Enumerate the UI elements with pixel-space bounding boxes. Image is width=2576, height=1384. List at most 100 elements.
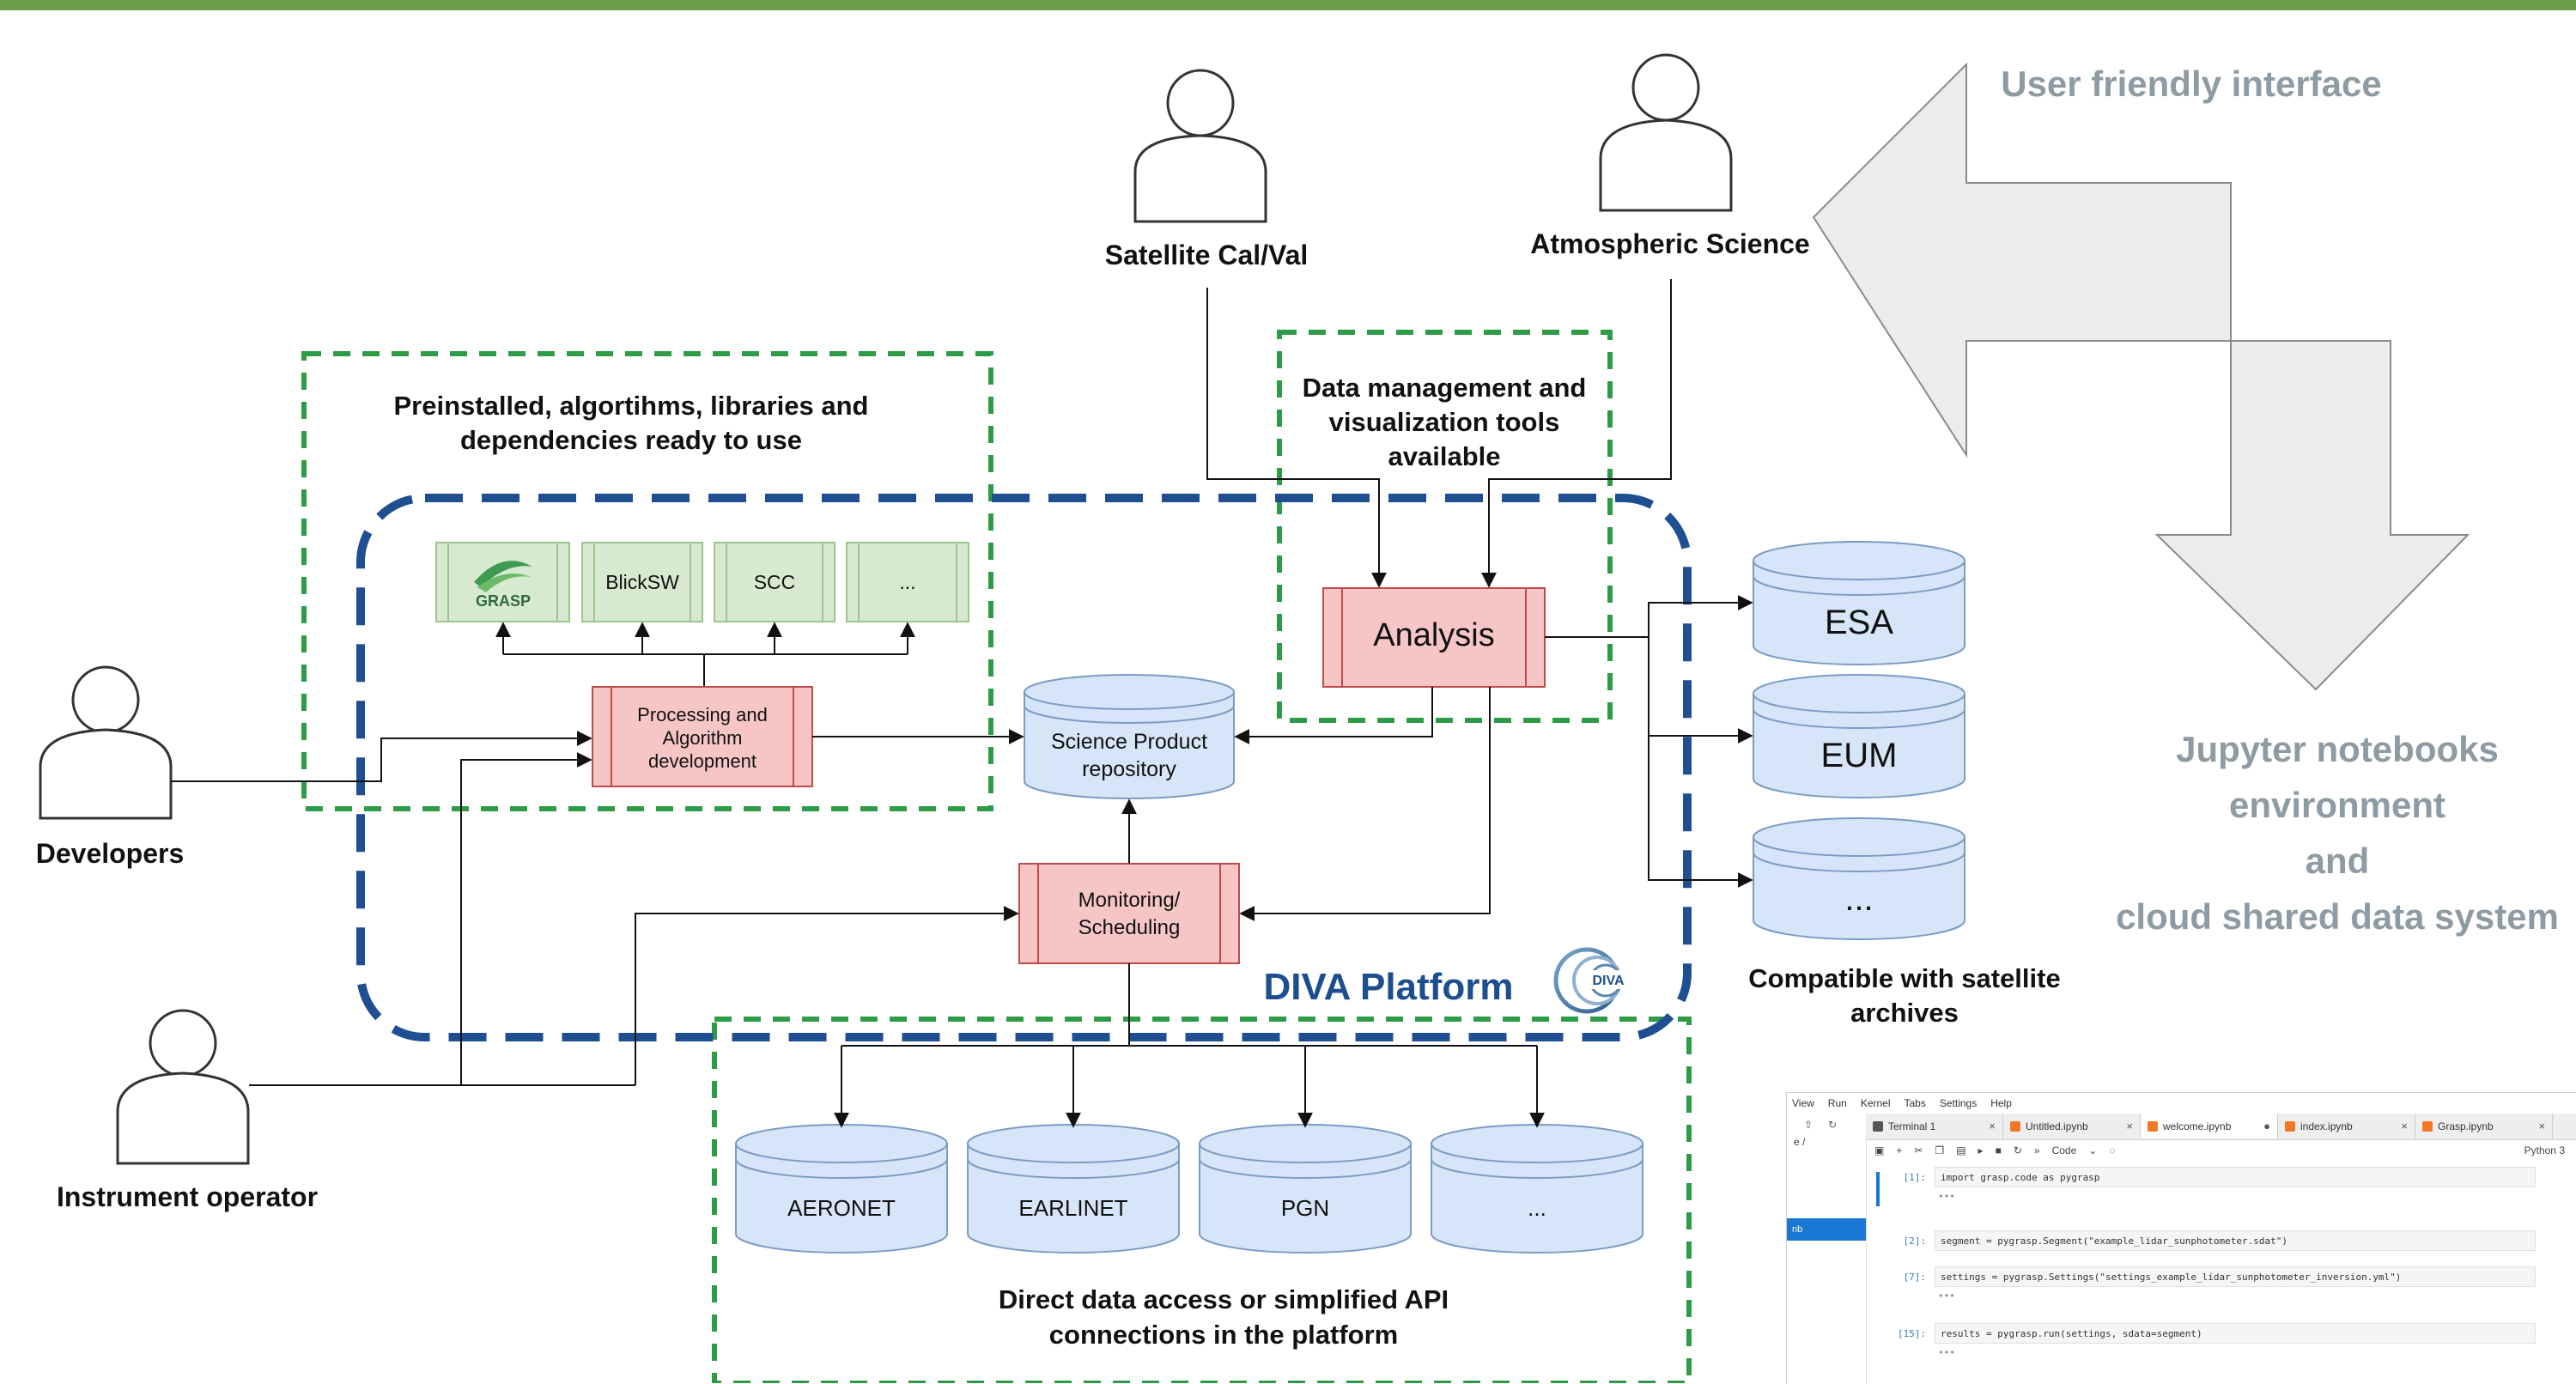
notebook-icon — [2285, 1120, 2295, 1132]
diva-logo-text: DIVA — [1592, 974, 1624, 988]
top-accent-bar — [0, 0, 2576, 10]
menu-kernel[interactable]: Kernel — [1860, 1097, 1891, 1109]
menu-tabs[interactable]: Tabs — [1904, 1097, 1926, 1109]
preinstalled-zone — [301, 351, 993, 811]
archive-esa-label: ESA — [1825, 604, 1893, 641]
notebook-toolbar: ▣ + ✂ ❐ ▤ ▸ ■ ↻ » Code ⌄ ◌ Python 3 — [1866, 1139, 2576, 1162]
archive-eum-label: EUM — [1821, 737, 1898, 774]
kernel-name[interactable]: Python 3 — [2524, 1144, 2565, 1156]
fast-forward-icon[interactable]: » — [2033, 1144, 2040, 1156]
menu-settings[interactable]: Settings — [1939, 1097, 1978, 1109]
archive-more-label: ... — [1844, 880, 1873, 918]
compatible-heading-1: Compatible with satellite — [1748, 963, 2060, 993]
archive-esa-db: ESA — [1753, 541, 1965, 665]
data-management-zone — [1277, 330, 1613, 723]
cut-icon[interactable]: ✂ — [1914, 1144, 1923, 1156]
atmospheric-user-label: Atmospheric Science — [1530, 228, 1809, 259]
menu-help[interactable]: Help — [1990, 1097, 2012, 1109]
developers-user-label: Developers — [36, 838, 185, 869]
cell-code[interactable]: results = pygrasp.run(settings, sdata=se… — [1935, 1323, 2536, 1344]
tool-more-label: ... — [899, 571, 915, 593]
network-aeronet-label: AERONET — [787, 1195, 896, 1221]
satellite-user-icon — [1133, 69, 1267, 223]
tool-grasp: GRASP — [435, 542, 570, 622]
cell-code[interactable]: import grasp.code as pygrasp — [1935, 1167, 2536, 1187]
processing-label-2: Algorithm — [663, 727, 743, 749]
file-browser-path: e / — [1794, 1136, 1806, 1148]
copy-icon[interactable]: ❐ — [1935, 1144, 1945, 1156]
close-icon[interactable]: × — [2401, 1120, 2408, 1132]
collapsed-output[interactable]: ••• — [1938, 1347, 1955, 1358]
add-cell-icon[interactable]: + — [1896, 1144, 1903, 1156]
cell-prompt: [1]: — [1903, 1172, 1927, 1183]
collapsed-output[interactable]: ••• — [1938, 1191, 1955, 1202]
cell-code[interactable]: settings = pygrasp.Settings("settings_ex… — [1935, 1266, 2536, 1287]
tab-untitled[interactable]: Untitled.ipynb × — [2003, 1114, 2141, 1138]
data-mgmt-heading-2: visualization tools — [1329, 407, 1560, 437]
tab-label: Untitled.ipynb — [2026, 1120, 2088, 1132]
collapsed-output[interactable]: ••• — [1938, 1290, 1955, 1302]
jupyter-file-browser: ⇧ ↻ e / nb — [1787, 1114, 1867, 1384]
upload-icon[interactable]: ⇧ — [1804, 1119, 1814, 1131]
monitoring-label-1: Monitoring/ — [1078, 889, 1181, 912]
save-icon[interactable]: ▣ — [1874, 1144, 1885, 1156]
archive-more-db: ... — [1753, 817, 1965, 940]
science-repository-db: Science Product repository — [1024, 674, 1235, 799]
processing-label-1: Processing and — [637, 704, 768, 725]
grasp-logo-icon — [474, 561, 532, 587]
diva-platform-label: DIVA Platform — [1264, 966, 1514, 1008]
tool-grasp-label: GRASP — [476, 592, 531, 610]
stop-icon[interactable]: ■ — [1995, 1144, 2002, 1156]
menu-run[interactable]: Run — [1827, 1097, 1847, 1109]
preinstalled-heading-2: dependencies ready to use — [460, 425, 802, 455]
user-friendly-label: User friendly interface — [2001, 64, 2382, 104]
restart-icon[interactable]: ↻ — [2013, 1144, 2022, 1156]
run-icon[interactable]: ▸ — [1978, 1144, 1984, 1156]
unsaved-dot-icon[interactable]: ● — [2263, 1120, 2270, 1132]
jupyter-line-3: and — [2306, 841, 2370, 881]
monitoring-box: Monitoring/ Scheduling — [1018, 863, 1240, 964]
network-more-label: ... — [1528, 1195, 1546, 1221]
analysis-box: Analysis — [1322, 587, 1546, 688]
direct-access-heading-2: connections in the platform — [1049, 1320, 1398, 1350]
network-aeronet-db: AERONET — [735, 1124, 948, 1253]
tab-terminal-1[interactable]: Terminal 1 × — [1866, 1114, 2003, 1138]
close-icon[interactable]: × — [2126, 1120, 2133, 1132]
tool-scc-label: SCC — [754, 571, 796, 593]
processing-label-3: development — [648, 750, 756, 772]
notebook-icon — [2148, 1120, 2158, 1132]
file-browser-selected-item[interactable]: nb — [1787, 1218, 1866, 1241]
cell-prompt: [7]: — [1903, 1272, 1927, 1283]
tool-more: ... — [846, 542, 969, 622]
jupyter-screenshot: View Run Kernel Tabs Settings Help ⇧ ↻ e… — [1786, 1092, 2576, 1384]
flow-connectors — [172, 279, 1753, 1128]
active-cell-bar — [1876, 1172, 1880, 1206]
tool-blicksw-label: BlickSW — [605, 571, 679, 593]
cell-code[interactable]: segment = pygrasp.Segment("example_lidar… — [1935, 1230, 2536, 1251]
preinstalled-heading-1: Preinstalled, algortihms, libraries and — [393, 391, 868, 421]
direct-access-heading-1: Direct data access or simplified API — [999, 1284, 1449, 1314]
chevron-down-icon[interactable]: ⌄ — [2088, 1144, 2098, 1156]
menu-view[interactable]: View — [1792, 1097, 1814, 1109]
cell-type-select[interactable]: Code — [2051, 1144, 2077, 1156]
direct-access-zone — [712, 1017, 1692, 1383]
notebook-cells: [1]: import grasp.code as pygrasp ••• [2… — [1866, 1162, 2576, 1384]
tool-connectors — [495, 622, 915, 687]
cell-prompt: [2]: — [1903, 1235, 1927, 1247]
tool-scc: SCC — [714, 542, 835, 622]
paste-icon[interactable]: ▤ — [1956, 1144, 1966, 1156]
network-pgn-db: PGN — [1199, 1124, 1412, 1253]
tab-index[interactable]: index.ipynb × — [2278, 1114, 2415, 1138]
close-icon[interactable]: × — [1989, 1120, 1996, 1132]
tab-grasp[interactable]: Grasp.ipynb × — [2415, 1114, 2553, 1138]
operator-user-label: Instrument operator — [57, 1181, 318, 1212]
git-icon[interactable]: ◌ — [2109, 1144, 2116, 1156]
network-earlinet-label: EARLINET — [1018, 1195, 1127, 1221]
tab-welcome[interactable]: welcome.ipynb ● — [2141, 1114, 2278, 1138]
terminal-icon — [1873, 1120, 1883, 1132]
network-earlinet-db: EARLINET — [967, 1124, 1180, 1253]
refresh-icon[interactable]: ↻ — [1828, 1119, 1838, 1131]
close-icon[interactable]: × — [2538, 1120, 2545, 1132]
user-interface-arrow — [1812, 62, 2470, 691]
